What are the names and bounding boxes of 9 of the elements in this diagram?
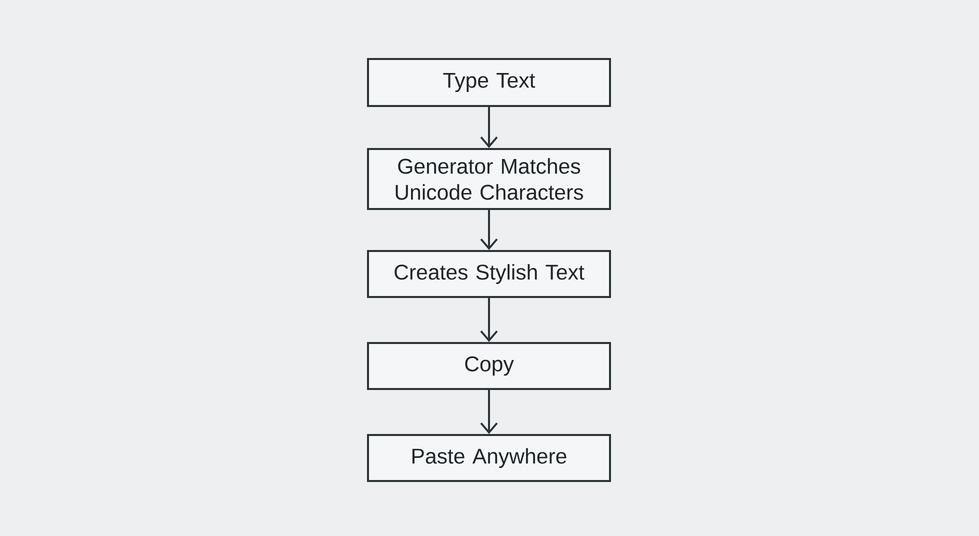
arrow — [480, 107, 498, 148]
process-box: Copy — [367, 342, 611, 390]
process-box: Type Text — [367, 58, 611, 107]
arrow — [480, 298, 498, 342]
arrow — [480, 390, 498, 434]
process-box: Generator Matches Unicode Characters — [367, 148, 611, 210]
arrow — [480, 210, 498, 250]
process-box: Paste Anywhere — [367, 434, 611, 482]
process-box: Creates Stylish Text — [367, 250, 611, 298]
